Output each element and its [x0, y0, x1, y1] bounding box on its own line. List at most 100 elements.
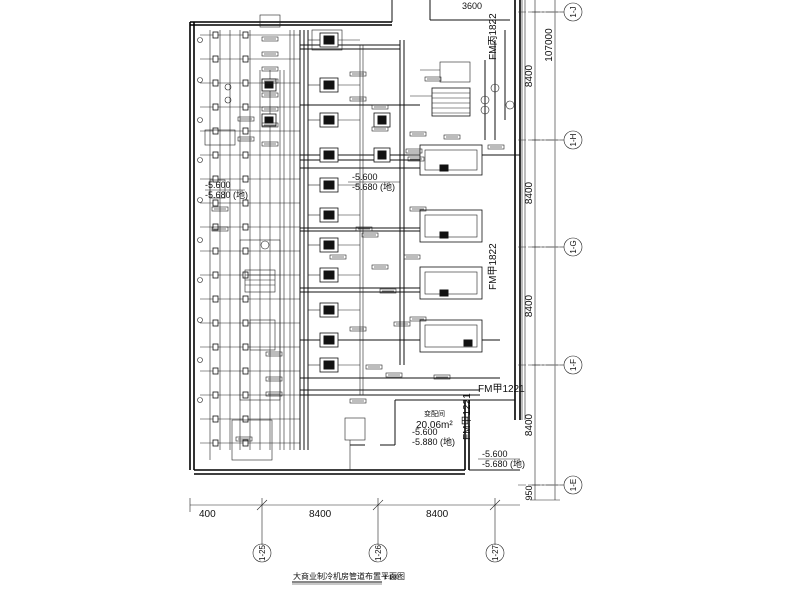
pipe-tag — [385, 372, 403, 378]
pipe-tag — [443, 134, 461, 140]
chiller-2 — [419, 209, 483, 243]
pipe-tag — [211, 206, 229, 212]
bottom-axis-label-3: 1-27 — [491, 544, 500, 561]
pump-core — [323, 35, 335, 45]
pipe-tag — [361, 232, 379, 238]
elevation-left-lower: -5.680 (地) — [205, 189, 248, 200]
pipe-tag — [265, 376, 283, 382]
bottom-dim-2: 8400 — [309, 509, 332, 520]
pipe-tag — [329, 254, 347, 260]
valve — [212, 343, 219, 351]
pump-core — [323, 150, 335, 160]
right-dim-4: 8400 — [524, 413, 535, 436]
pump-core — [323, 335, 335, 345]
pipe-tag — [261, 106, 279, 112]
pipe-tag — [379, 288, 397, 294]
valve — [212, 103, 219, 111]
pump-column — [261, 32, 391, 373]
valve — [212, 175, 219, 183]
right-axis-label-2: 1-H — [569, 133, 578, 146]
pump-core — [323, 210, 335, 220]
right-dim-3: 8400 — [524, 294, 535, 317]
chiller-units — [419, 144, 483, 353]
pipe-tag — [349, 398, 367, 404]
pipe-tag — [405, 148, 423, 154]
valve — [212, 271, 219, 279]
valve — [212, 391, 219, 399]
pipe-tag — [349, 326, 367, 332]
fitting — [197, 397, 203, 403]
valve — [242, 199, 249, 207]
pipe-tag — [403, 254, 421, 260]
elevation-room-lower: -5.880 (地) — [412, 436, 455, 447]
fitting — [197, 357, 203, 363]
fitting — [197, 237, 203, 243]
room-area: 20.06m² — [416, 420, 453, 431]
fitting — [197, 197, 203, 203]
valve — [212, 55, 219, 63]
room-name: 变配间 — [424, 409, 445, 418]
pipe-tag — [265, 391, 283, 397]
pump-core — [264, 116, 274, 124]
water-tank — [431, 87, 471, 117]
valve — [212, 247, 219, 255]
pipe-tag — [393, 321, 411, 327]
pipe-tag — [261, 141, 279, 147]
top-dim: 3600 — [462, 1, 482, 11]
pipe-tag — [407, 156, 425, 162]
valve — [212, 199, 219, 207]
right-axis-label-4: 1-F — [569, 359, 578, 371]
elevation-corner-lower: -5.680 (地) — [482, 458, 525, 469]
right-axis-label-1: 1-J — [569, 6, 578, 17]
valve — [242, 79, 249, 87]
pipe-tag — [409, 131, 427, 137]
pipe-tag — [409, 206, 427, 212]
bottom-dim-3: 8400 — [426, 509, 449, 520]
fitting — [197, 117, 203, 123]
pipe-tag — [409, 316, 427, 322]
pipe-tag — [424, 76, 442, 82]
pipe-tag — [487, 144, 505, 150]
bottom-dim-1: 400 — [199, 509, 216, 520]
bottom-axis-label-2: 1-26 — [374, 544, 383, 561]
pump-core — [323, 360, 335, 370]
door-labels: FM丙1822 FM甲1822 FM甲1221 FM甲1221 — [462, 13, 525, 440]
valve — [242, 319, 249, 327]
drawing-scale: 1:100 — [384, 575, 400, 581]
chiller-4 — [419, 319, 483, 353]
valve — [242, 415, 249, 423]
valve — [242, 367, 249, 375]
valve — [212, 367, 219, 375]
tank-equipment — [410, 30, 515, 140]
pipe-tag — [371, 126, 389, 132]
right-dim-1: 8400 — [524, 64, 535, 87]
valve — [242, 391, 249, 399]
chiller-3 — [419, 266, 483, 300]
valve — [212, 151, 219, 159]
fitting — [197, 317, 203, 323]
right-dimensions: 8400 8400 8400 8400 950 107000 3600 1-J … — [462, 0, 583, 501]
pipe-tag — [365, 364, 383, 370]
door-label-3: FM甲1221 — [478, 384, 525, 395]
pump-core — [377, 150, 387, 160]
chiller-1 — [419, 144, 483, 176]
valve — [242, 151, 249, 159]
fitting — [197, 277, 203, 283]
valve — [242, 223, 249, 231]
pump-core — [323, 80, 335, 90]
pump-core — [323, 270, 335, 280]
right-axis-label-3: 1-G — [569, 240, 578, 253]
right-dim-2: 8400 — [524, 181, 535, 204]
valve — [212, 295, 219, 303]
fitting — [197, 37, 203, 43]
door-label-2: FM甲1822 — [488, 243, 499, 290]
valve — [242, 103, 249, 111]
left-pipe-bundle — [197, 31, 300, 447]
pipe-tag — [211, 226, 229, 232]
door-label-1: FM丙1822 — [488, 13, 499, 60]
pipe-tag — [237, 136, 255, 142]
pump-core — [323, 305, 335, 315]
pump-core — [264, 81, 274, 89]
pipe-tag — [237, 116, 255, 122]
